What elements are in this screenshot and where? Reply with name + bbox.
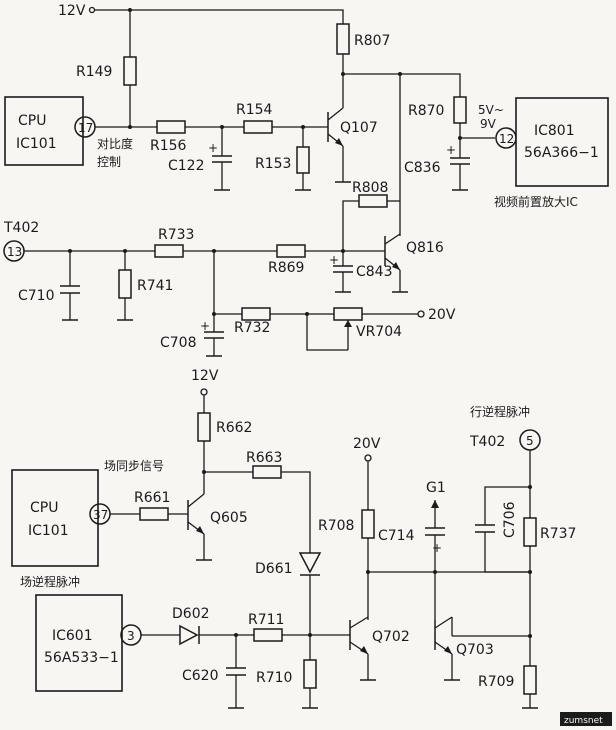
label-12v-top: 12V: [58, 3, 86, 19]
resistor-r808: [358, 194, 388, 208]
ic801: [515, 97, 609, 187]
svg-text:CPU: CPU: [18, 113, 46, 129]
svg-text:IC101: IC101: [16, 136, 57, 152]
svg-text:C714: C714: [378, 528, 415, 544]
svg-text:R737: R737: [540, 526, 576, 542]
svg-text:56A366−1: 56A366−1: [524, 145, 599, 161]
svg-text:D661: D661: [255, 561, 293, 577]
svg-text:对比度: 对比度: [97, 136, 133, 151]
resistor-r807: [336, 23, 350, 55]
svg-text:行逆程脉冲: 行逆程脉冲: [470, 404, 530, 419]
svg-text:R808: R808: [352, 180, 388, 196]
resistor-r733: [154, 244, 184, 258]
svg-text:C706: C706: [502, 501, 518, 538]
svg-text:9V: 9V: [480, 117, 497, 131]
svg-text:R869: R869: [268, 260, 304, 276]
svg-text:R807: R807: [354, 33, 390, 49]
diode-d602: [179, 624, 199, 646]
svg-text:IC801: IC801: [534, 123, 575, 139]
resistor-r741: [118, 269, 132, 299]
svg-text:Q703: Q703: [456, 642, 494, 658]
svg-text:R156: R156: [150, 138, 187, 154]
resistor-r870: [453, 96, 467, 124]
resistor-r149: [123, 56, 137, 86]
svg-text:视频前置放大IC: 视频前置放大IC: [494, 194, 578, 209]
svg-text:C843: C843: [356, 264, 393, 280]
resistor-r708: [361, 509, 375, 539]
resistor-r709: [523, 665, 537, 695]
svg-text:场同步信号: 场同步信号: [104, 459, 164, 473]
svg-text:C710: C710: [18, 288, 55, 304]
svg-text:R154: R154: [236, 102, 273, 118]
svg-text:T402: T402: [469, 434, 505, 450]
resistor-r711: [253, 628, 283, 642]
resistor-r663: [252, 465, 282, 479]
svg-text:5V~: 5V~: [478, 103, 504, 117]
svg-text:T402: T402: [3, 220, 39, 236]
svg-text:+: +: [200, 319, 210, 333]
terminal-12v-top: [88, 6, 96, 14]
svg-text:R711: R711: [248, 612, 284, 628]
svg-text:C836: C836: [404, 160, 441, 176]
resistor-r710: [303, 659, 317, 689]
svg-text:+: +: [446, 143, 456, 157]
resistor-r661: [139, 507, 169, 521]
svg-text:20V: 20V: [353, 436, 381, 452]
svg-text:R709: R709: [478, 674, 514, 690]
svg-text:20V: 20V: [428, 307, 456, 323]
svg-text:13: 13: [7, 245, 22, 259]
svg-text:R741: R741: [137, 278, 173, 294]
svg-text:+: +: [329, 253, 339, 267]
svg-text:IC601: IC601: [52, 628, 93, 644]
cpu-ic101-top: [4, 96, 84, 166]
svg-text:R149: R149: [76, 64, 112, 80]
svg-text:3: 3: [127, 629, 135, 643]
ic601: [35, 594, 123, 692]
svg-text:12: 12: [499, 132, 514, 146]
svg-text:G1: G1: [426, 480, 446, 496]
svg-text:R663: R663: [246, 450, 282, 466]
svg-text:Q816: Q816: [406, 240, 444, 256]
svg-text:12V: 12V: [191, 368, 219, 384]
svg-text:Q702: Q702: [372, 629, 410, 645]
svg-text:17: 17: [78, 121, 93, 135]
svg-text:C620: C620: [182, 668, 219, 684]
resistor-r154: [243, 120, 273, 134]
resistor-r732: [241, 307, 271, 321]
svg-text:Q605: Q605: [210, 510, 248, 526]
svg-text:R870: R870: [408, 103, 444, 119]
svg-text:56A533−1: 56A533−1: [44, 650, 119, 666]
svg-text:R710: R710: [256, 670, 292, 686]
svg-text:R732: R732: [234, 320, 270, 336]
svg-text:+: +: [208, 141, 218, 155]
resistor-r869: [276, 244, 306, 258]
svg-text:R661: R661: [134, 490, 170, 506]
svg-text:R153: R153: [255, 156, 291, 172]
svg-text:5: 5: [526, 434, 534, 448]
svg-text:CPU: CPU: [30, 500, 58, 516]
svg-text:R708: R708: [318, 518, 354, 534]
svg-text:C122: C122: [168, 158, 205, 174]
svg-text:C708: C708: [160, 335, 197, 351]
svg-text:R733: R733: [158, 227, 194, 243]
potentiometer-vr704: [333, 307, 363, 321]
svg-text:+: +: [432, 541, 442, 555]
resistor-r737: [523, 517, 537, 547]
resistor-r156: [156, 120, 186, 134]
svg-text:VR704: VR704: [356, 324, 402, 340]
resistor-r153: [296, 146, 310, 174]
svg-text:D602: D602: [172, 606, 210, 622]
resistor-r662: [197, 412, 211, 442]
cpu-ic101-bottom: [11, 469, 99, 567]
svg-text:Q107: Q107: [340, 120, 378, 136]
svg-text:R662: R662: [216, 420, 252, 436]
svg-text:控制: 控制: [97, 155, 121, 169]
svg-text:IC101: IC101: [28, 523, 69, 539]
diode-d661: [298, 552, 322, 574]
svg-text:场逆程脉冲: 场逆程脉冲: [20, 574, 80, 589]
svg-text:37: 37: [93, 508, 108, 522]
watermark: zumsnet: [564, 716, 603, 726]
